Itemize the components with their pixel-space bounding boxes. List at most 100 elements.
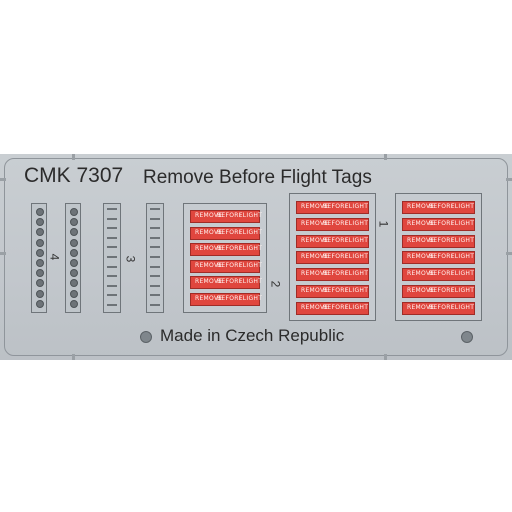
tag-word: BEFORE (217, 261, 243, 269)
rung-part (150, 217, 160, 220)
tag-word: FLIGHT (239, 294, 263, 302)
tag-word: FLIGHT (239, 228, 263, 236)
tag-word: BEFORE (429, 236, 455, 244)
product-code: CMK 7307 (24, 164, 124, 187)
tag-word: BEFORE (323, 203, 349, 210)
rung-part (150, 236, 160, 239)
tag-word: REMOVE (195, 228, 223, 236)
tag-word: FLIGHT (345, 219, 369, 227)
set3-strip-b (146, 203, 164, 313)
set4-strip-a (31, 203, 47, 313)
sprue-stub (506, 178, 512, 181)
rung-part (107, 246, 117, 249)
rung-part (107, 275, 117, 278)
tag-word: BEFORE (217, 228, 243, 236)
tag-word: FLIGHT (451, 270, 475, 278)
set3-strip-a (103, 203, 121, 313)
rung-part (107, 256, 117, 258)
mounting-hole-left (140, 331, 152, 343)
tag-word: FLIGHT (239, 212, 263, 219)
tag-word: BEFORE (323, 236, 349, 244)
tag-word: REMOVE (407, 219, 435, 227)
tag-word: FLIGHT (239, 278, 263, 285)
origin-text: Made in Czech Republic (160, 326, 345, 345)
bead-part (36, 218, 44, 227)
tag-word: FLIGHT (345, 270, 369, 278)
tag-word: FLIGHT (345, 203, 369, 210)
tag-word: FLIGHT (345, 253, 369, 261)
tag-word: BEFORE (323, 253, 349, 261)
sprue-stub (0, 178, 6, 181)
rung-part (150, 294, 160, 297)
tag-word: REMOVE (301, 219, 329, 227)
tag-word: REMOVE (407, 270, 435, 278)
sprue-stub (506, 252, 512, 255)
bead-part (36, 269, 44, 278)
tag-word: BEFORE (217, 294, 243, 302)
tag-word: REMOVE (195, 212, 223, 219)
tag-word: REMOVE (301, 253, 329, 261)
tag-word: FLIGHT (239, 245, 263, 252)
tag-word: FLIGHT (239, 261, 263, 269)
set4-label: 4 (47, 253, 62, 261)
tag-word: FLIGHT (345, 303, 369, 311)
bead-part (36, 299, 44, 308)
bead-part (70, 269, 78, 278)
rung-part (150, 304, 160, 306)
tag-word: BEFORE (323, 287, 349, 294)
rung-part (150, 227, 160, 230)
tag-word: FLIGHT (451, 203, 475, 210)
tag-word: REMOVE (301, 287, 329, 294)
tag-word: REMOVE (301, 270, 329, 278)
rung-part (150, 256, 160, 258)
bead-part (70, 248, 78, 257)
tag-word: REMOVE (407, 303, 435, 311)
tag-word: BEFORE (429, 219, 455, 227)
rung-part (150, 208, 160, 210)
bead-part (36, 238, 44, 247)
bead-part (70, 238, 78, 247)
tag-word: BEFORE (429, 303, 455, 311)
tag-word: FLIGHT (451, 287, 475, 294)
sprue-stub (72, 154, 75, 160)
bead-part (36, 259, 44, 267)
tag-word: BEFORE (429, 253, 455, 261)
tag-word: FLIGHT (451, 303, 475, 311)
bead-part (70, 289, 78, 298)
sprue-stub (384, 154, 387, 160)
rung-part (150, 284, 160, 287)
bead-part (36, 289, 44, 298)
tag-word: BEFORE (217, 278, 243, 285)
tag-word: FLIGHT (451, 219, 475, 227)
bead-part (70, 218, 78, 227)
rung-part (107, 294, 117, 297)
set2-label: 2 (268, 280, 283, 288)
tag-word: FLIGHT (451, 236, 475, 244)
tag-word: REMOVE (301, 303, 329, 311)
fret-border (4, 158, 508, 356)
rung-part (107, 236, 117, 239)
bead-part (70, 259, 78, 267)
tag-word: FLIGHT (345, 287, 369, 294)
tag-word: REMOVE (195, 294, 223, 302)
sprue-stub (72, 354, 75, 360)
sheet-title: Remove Before Flight Tags (143, 167, 372, 188)
